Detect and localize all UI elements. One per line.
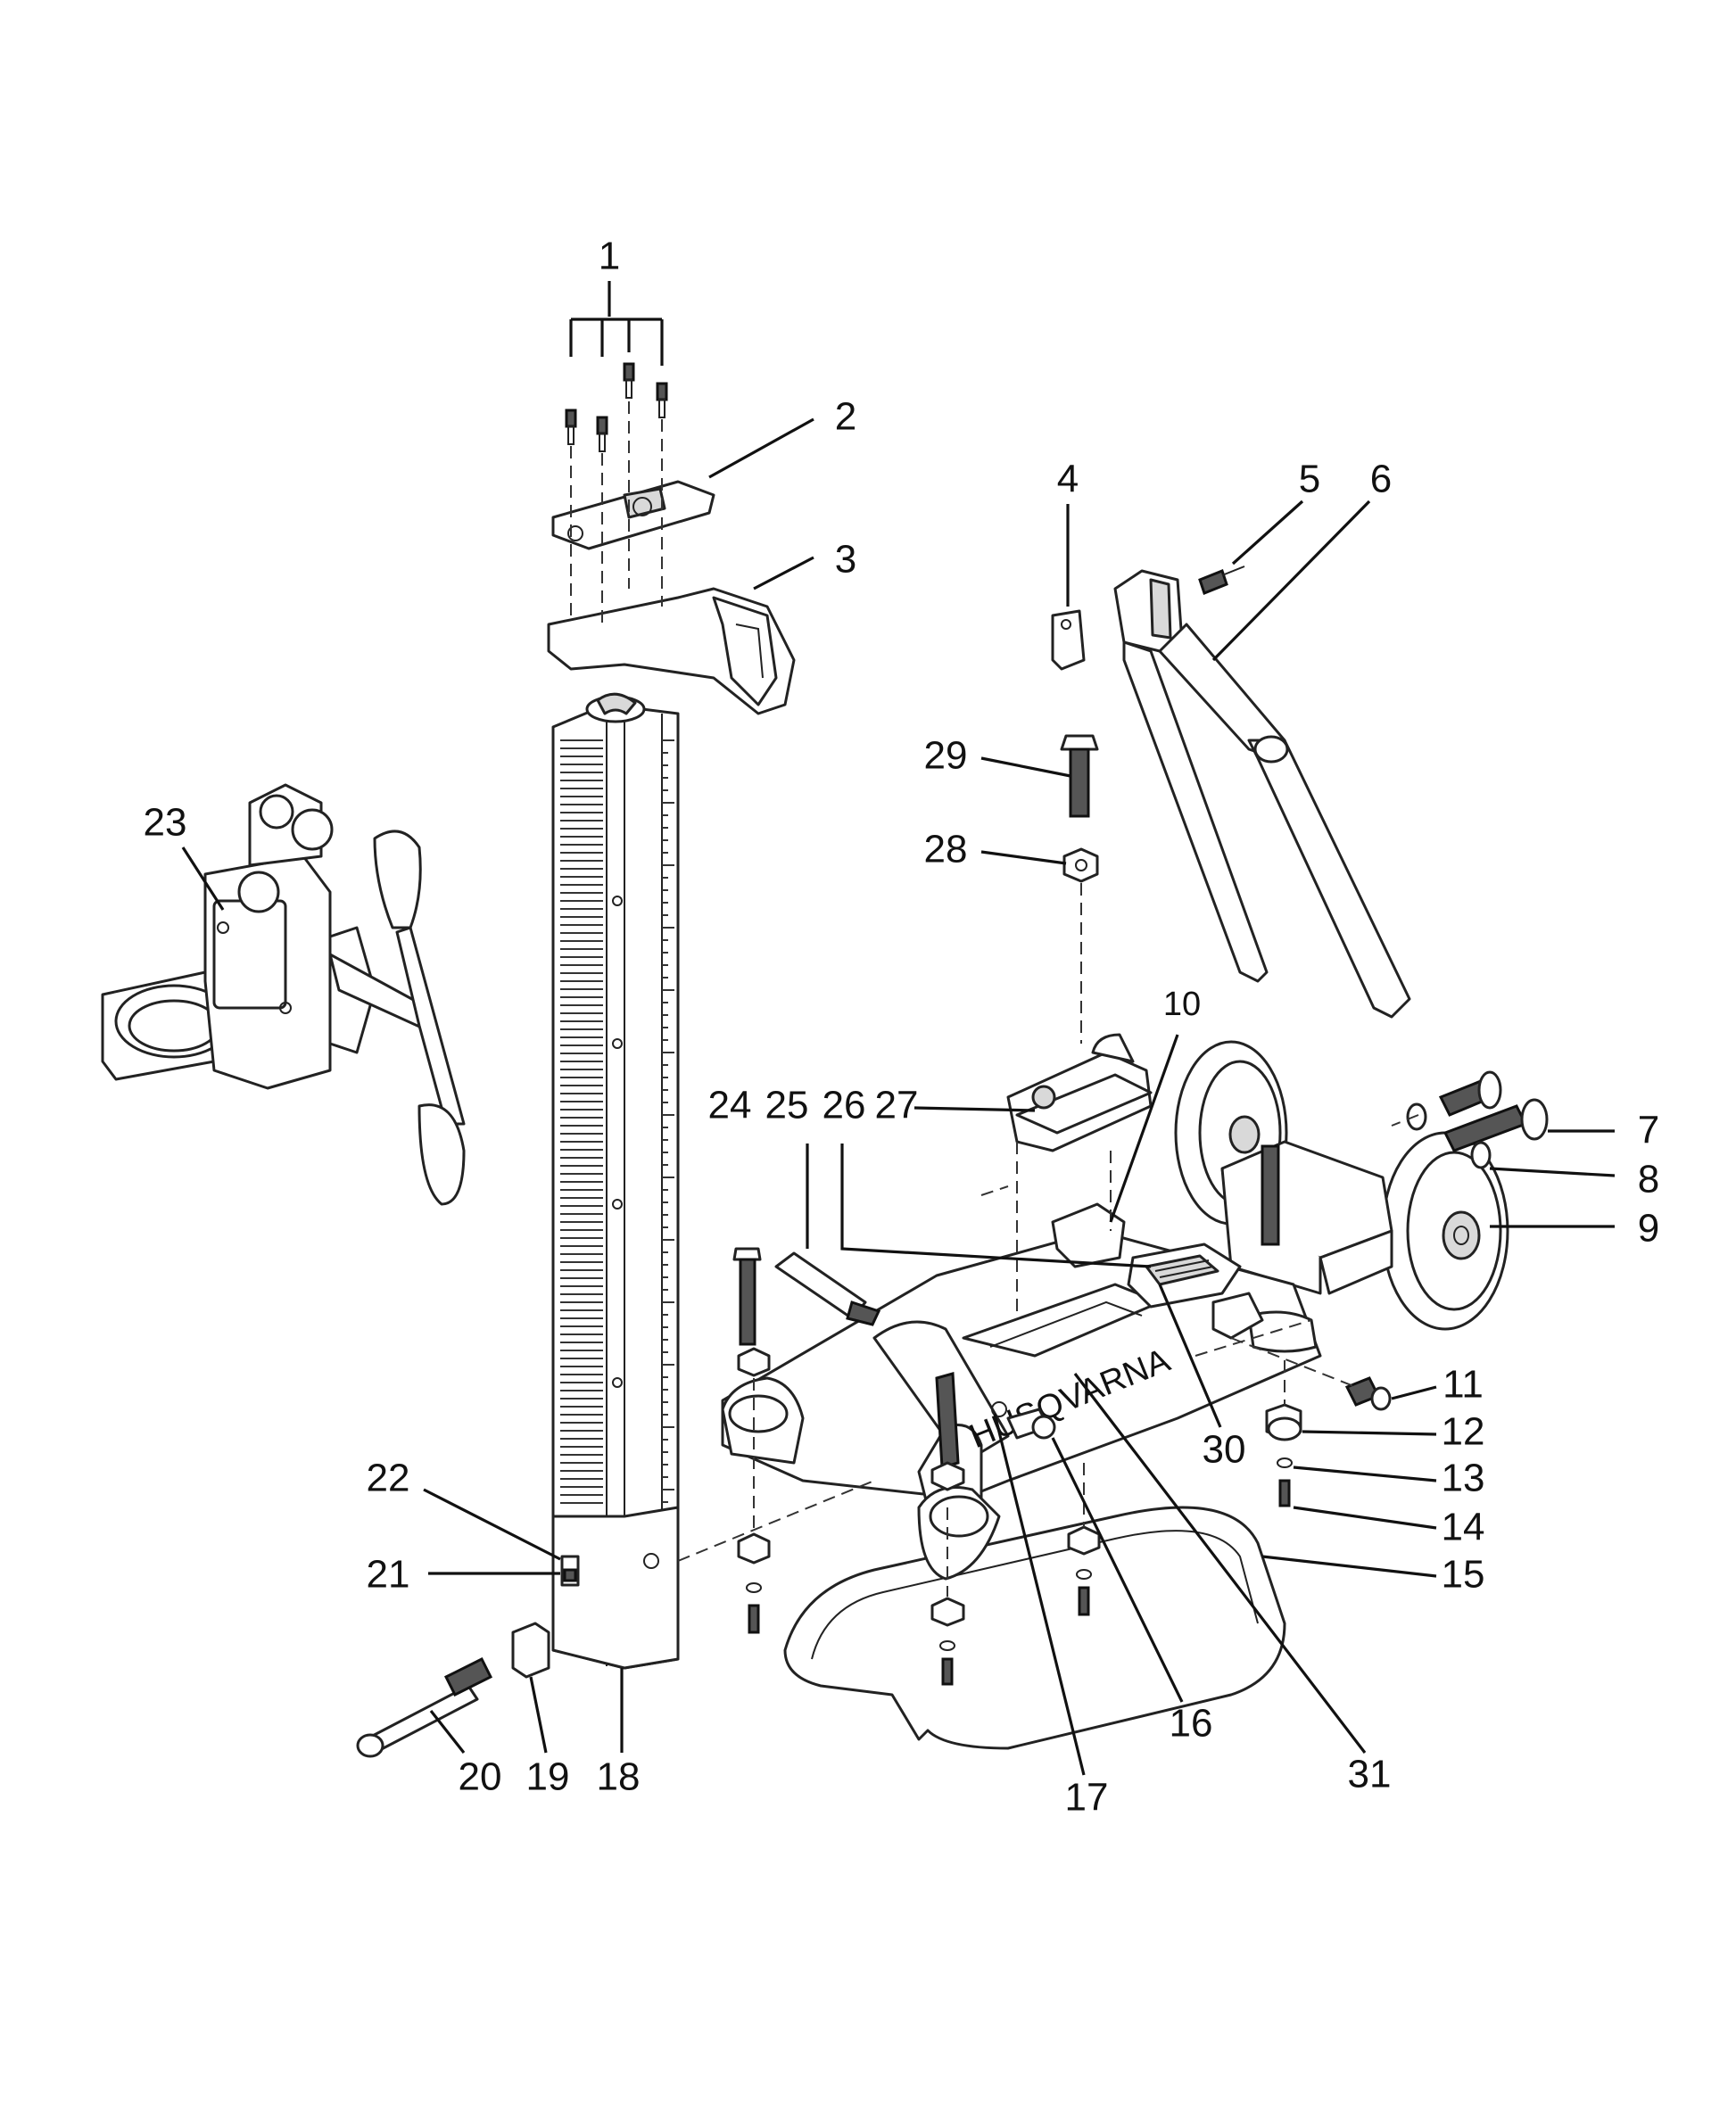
callout-9: 9 [1638, 1207, 1659, 1251]
callout-25: 25 [765, 1084, 809, 1127]
callout-23: 23 [144, 801, 187, 845]
bolt-7 [1443, 1098, 1549, 1152]
callout-5: 5 [1299, 458, 1320, 501]
lock-30 [1127, 1243, 1242, 1309]
callout-4: 4 [1057, 458, 1079, 501]
bolt-29 [1060, 734, 1099, 818]
callout-29: 29 [924, 734, 968, 778]
callout-31: 31 [1348, 1753, 1392, 1796]
nut-12 [1267, 1416, 1302, 1441]
screw-5 [1198, 566, 1245, 595]
callout-15: 15 [1442, 1553, 1485, 1597]
callout-3: 3 [835, 538, 856, 582]
callout-12: 12 [1442, 1410, 1485, 1454]
callout-27: 27 [875, 1084, 919, 1127]
callout-28: 28 [924, 828, 968, 871]
column-18 [551, 692, 680, 1670]
callout-22: 22 [367, 1457, 410, 1500]
screws-1 [565, 362, 668, 624]
callout-21: 21 [367, 1553, 410, 1597]
callout-2: 2 [835, 395, 856, 439]
callout-17: 17 [1065, 1776, 1109, 1820]
callout-1: 1 [599, 235, 620, 278]
callout-20: 20 [459, 1755, 502, 1799]
hinge-26 [1051, 1202, 1264, 1340]
bolt-7-rear [1406, 1070, 1502, 1131]
pin-25 [774, 1251, 881, 1326]
callout-7: 7 [1638, 1109, 1659, 1152]
callout-19: 19 [526, 1755, 570, 1799]
axle-bracket [1220, 1140, 1393, 1295]
column-rack [560, 739, 603, 1504]
callout-30: 30 [1203, 1428, 1246, 1472]
callout-24: 24 [708, 1084, 752, 1127]
callout-11: 11 [1443, 1363, 1484, 1407]
handle-6 [1113, 569, 1411, 1019]
top-bracket-3 [547, 587, 796, 715]
bolt-24 [732, 1247, 771, 1377]
callout-14: 14 [1442, 1506, 1485, 1549]
latch-27 [1006, 1033, 1153, 1152]
block-19 [511, 1622, 550, 1679]
callout-13: 13 [1442, 1457, 1485, 1500]
washer-8 [1470, 1141, 1492, 1169]
nut-28 [1062, 847, 1099, 883]
wheel-9 [1381, 1131, 1509, 1331]
top-plate-2 [551, 480, 715, 550]
callout-18: 18 [597, 1755, 641, 1799]
bolt-16-17 [930, 1372, 1056, 1491]
pin-4 [1051, 609, 1086, 671]
set-screw-21-22 [560, 1555, 580, 1587]
carriage-23 [101, 783, 466, 1206]
callout-26: 26 [823, 1084, 866, 1127]
callout-6: 6 [1370, 458, 1392, 501]
callout-8: 8 [1638, 1158, 1659, 1201]
callout-labels: 1 2 3 4 5 6 7 8 9 10 11 12 13 14 15 16 1… [144, 235, 1660, 1820]
bolt-20 [356, 1656, 493, 1758]
callout-10: 10 [1163, 986, 1201, 1023]
callout-16: 16 [1170, 1702, 1213, 1746]
leader-lines [181, 281, 1616, 1776]
column-scale [662, 739, 674, 1503]
